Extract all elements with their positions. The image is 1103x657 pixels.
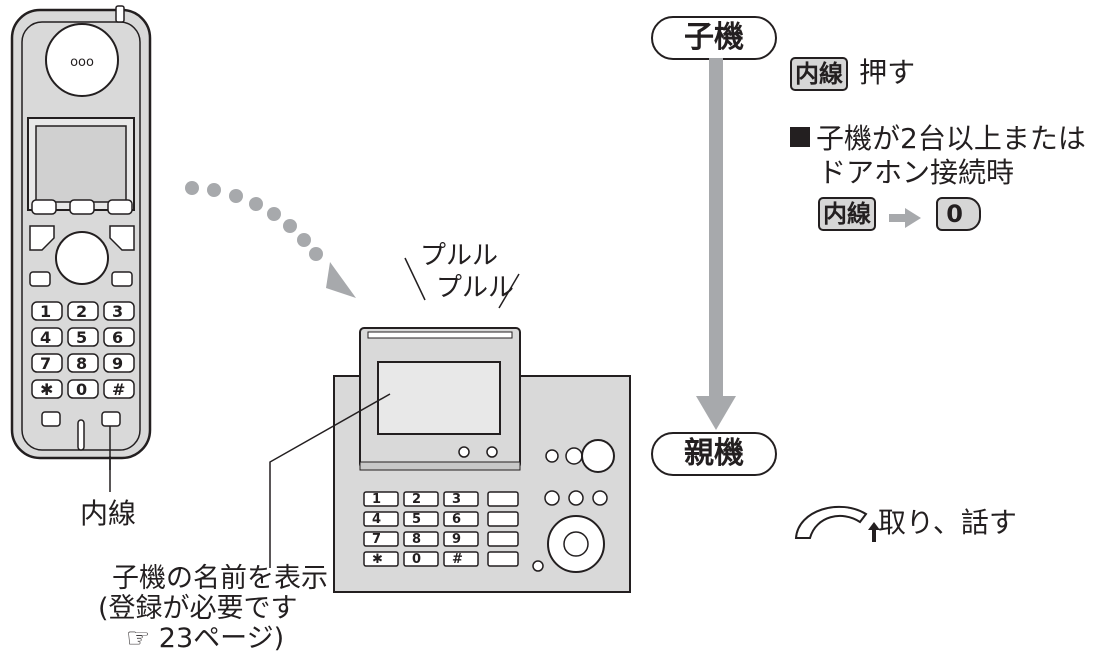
key-9 [363,551,399,567]
handset-keypad: 1 2 3 4 5 6 7 8 9 ✱ 0 # [31,301,135,399]
key-6 [31,353,63,373]
key-label-7: 8 [76,354,87,373]
key-label-9: ✱ [40,380,53,399]
earpiece-icon [45,23,119,97]
key-10 [403,551,439,567]
key-label-0: 1 [40,302,51,321]
key-1 [67,301,99,321]
intercom-key-icon: 内線 [790,57,848,91]
key-label-2: 3 [452,492,461,507]
key-7 [403,531,439,547]
key-9 [31,379,63,399]
intercom-key-label: 内線 [80,497,137,530]
key-2 [103,301,135,321]
key-label-11: # [112,380,125,399]
key-5 [103,327,135,347]
key-6 [363,531,399,547]
key-label-6: 7 [372,532,381,547]
signal-dots-arrow [185,181,356,298]
key-label-10: 0 [412,552,421,567]
key-8 [103,353,135,373]
key-3 [363,511,399,527]
key-3 [31,327,63,347]
key-7 [67,353,99,373]
key-label-11: # [452,552,463,567]
key-label-0: 1 [372,492,381,507]
key-label-10: 0 [76,380,87,399]
handset-flow-label: 子機 [651,16,777,60]
ring-sound-2: プルル [436,273,515,303]
ring-sound-1: プルル [420,241,499,271]
note-line-1: 子機が2台以上または [790,121,1086,156]
note-line-2: ドアホン接続時 [818,156,1015,189]
bullet-square-icon [790,127,810,147]
key-4 [403,511,439,527]
callout-text-3: ☞ 23ページ) [126,623,285,654]
zero-key-icon: 0 [936,197,981,231]
callout-leader-line [269,393,391,568]
arrow-right-icon [889,207,922,228]
handset-lift-icon [794,505,880,542]
key-label-1: 2 [412,492,421,507]
handset-illustration: ooo 1 2 3 4 5 6 7 8 9 ✱ 0 # [10,5,152,470]
key-2 [443,491,479,507]
key-0 [363,491,399,507]
step1-row: 内線 押す [790,55,915,91]
callout-text-1: 子機の名前を表示 [112,563,328,594]
key-label-3: 4 [40,328,51,347]
key-4 [67,327,99,347]
key-label-8: 9 [452,532,461,547]
key-label-1: 2 [76,302,87,321]
key-label-9: ✱ [372,552,383,567]
key-label-4: 5 [412,512,421,527]
key-label-8: 9 [112,354,123,373]
key-label-5: 6 [112,328,123,347]
intercom-key-icon: 内線 [818,197,876,231]
key-10 [67,379,99,399]
handset-intercom-key [101,411,121,427]
svg-text:ooo: ooo [70,55,94,70]
key-0 [31,301,63,321]
key-label-7: 8 [412,532,421,547]
note-key-row: 内線 0 [818,197,981,231]
key-label-4: 5 [76,328,87,347]
step1-action: 押す [859,56,916,89]
base-unit-illustration: 1 2 3 4 5 6 7 8 9 ✱ 0 # [333,327,631,593]
key-8 [443,531,479,547]
key-5 [443,511,479,527]
base-keypad: 1 2 3 4 5 6 7 8 9 ✱ 0 # [363,491,479,567]
step2-action: 取り、話す [878,506,1017,539]
key-label-2: 3 [112,302,123,321]
key-label-3: 4 [372,512,381,527]
ring-sound-marks [404,257,520,309]
flow-arrow [696,58,736,430]
base-flow-label: 親機 [651,432,777,476]
key-1 [403,491,439,507]
key-label-6: 7 [40,354,51,373]
intercom-leader-line [109,456,111,492]
callout-text-2: (登録が必要です [98,593,298,624]
key-11 [103,379,135,399]
key-11 [443,551,479,567]
key-label-5: 6 [452,512,461,527]
